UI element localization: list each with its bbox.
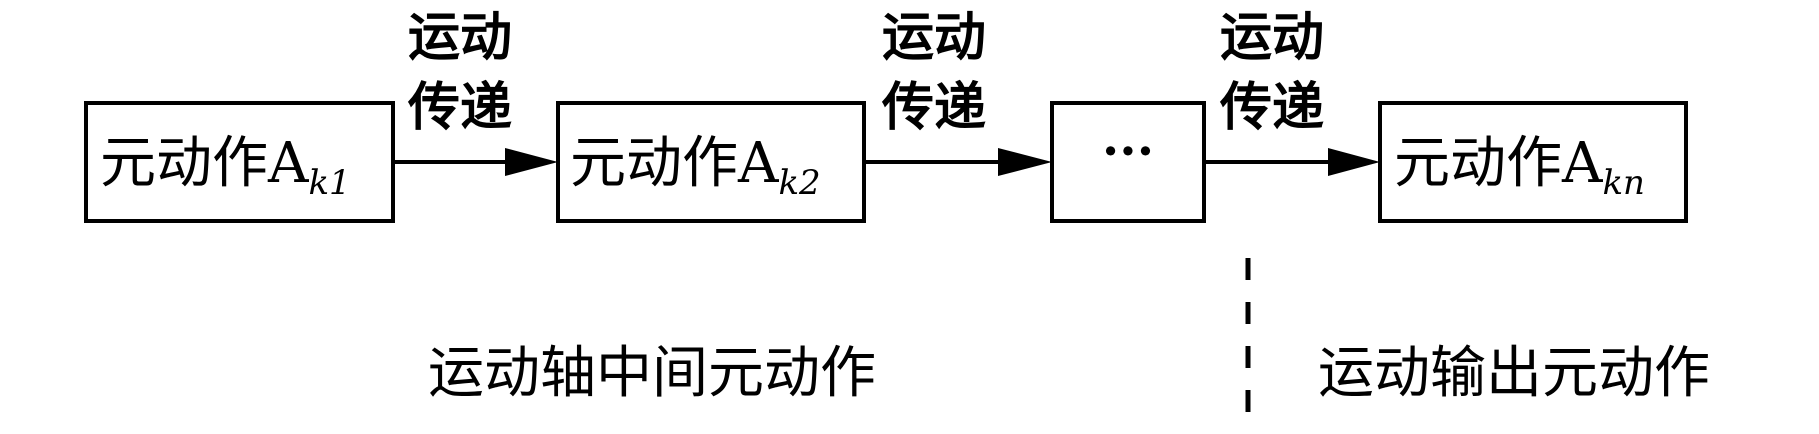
transfer-label-2-line2: 传递 [881, 78, 986, 138]
caption-intermediate: 运动轴中间元动作 [428, 341, 876, 406]
transfer-label-1-line1: 运动 [408, 8, 512, 68]
element-action-box-1 [84, 101, 395, 223]
box-1-main-text: 元动作A [100, 131, 309, 196]
element-action-box-1-label: 元动作Ak1 [100, 131, 351, 203]
ellipsis-text: ··· [1102, 121, 1154, 180]
arrow-2-head [998, 148, 1052, 176]
element-action-box-2-label: 元动作Ak2 [570, 131, 821, 203]
caption-output: 运动输出元动作 [1318, 341, 1710, 406]
transfer-label-3-line1: 运动 [1220, 8, 1324, 68]
box-1-subscript: k1 [308, 163, 350, 203]
arrow-3-head [1328, 148, 1380, 176]
transfer-label-2-line1: 运动 [882, 8, 986, 68]
element-action-box-n [1378, 101, 1688, 223]
arrow-1-head [505, 148, 558, 176]
element-action-box-2 [556, 101, 866, 223]
box-n-main-text: 元动作A [1394, 131, 1603, 196]
box-2-main-text: 元动作A [570, 131, 779, 196]
transfer-label-1-line2: 传递 [407, 78, 512, 138]
transfer-label-3-line2: 传递 [1219, 78, 1324, 138]
box-2-subscript: k2 [778, 163, 820, 203]
box-n-subscript: kn [1602, 163, 1645, 203]
element-action-box-n-label: 元动作Akn [1394, 131, 1645, 203]
